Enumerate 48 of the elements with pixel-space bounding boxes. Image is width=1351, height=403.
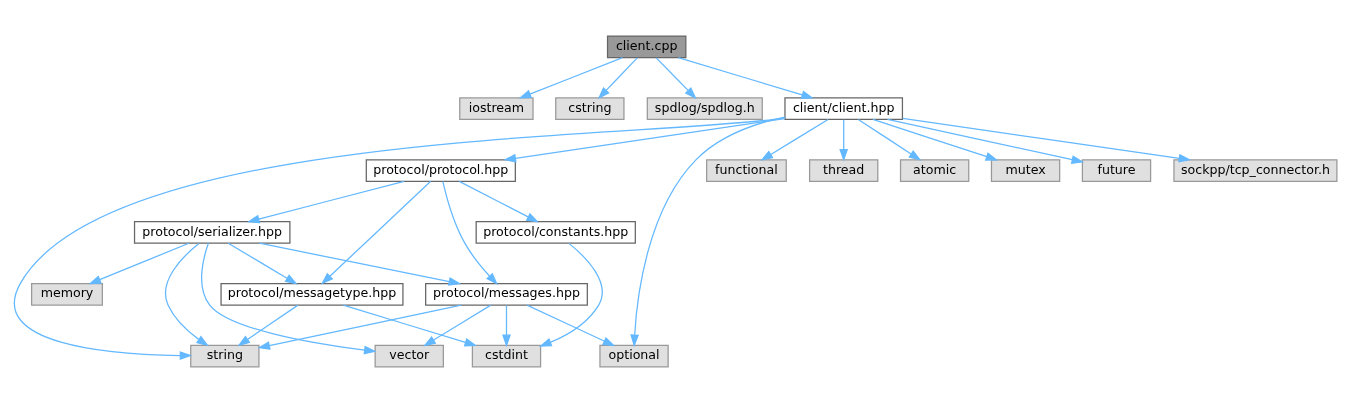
arrow (839, 119, 849, 162)
arrow (442, 180, 498, 285)
node-box: mutex (990, 159, 1061, 182)
node-box: cstring (555, 97, 625, 121)
node-box: string (190, 344, 260, 368)
node-box: vector (374, 344, 444, 368)
node-box: protocol/protocol.hpp (365, 159, 516, 182)
node-box: future (1081, 159, 1152, 182)
arrow (760, 118, 829, 161)
arrow (88, 242, 190, 285)
arrow (237, 304, 299, 347)
arrow (597, 57, 638, 100)
arrow (539, 242, 603, 347)
node-box: optional (599, 344, 669, 368)
arrow (502, 304, 511, 348)
node-box: sockpp/tcp_connector.h (1173, 159, 1338, 182)
arrow (655, 57, 697, 100)
arrow (857, 118, 922, 161)
node-box: functional (706, 159, 787, 182)
arrow (321, 180, 432, 285)
arrow (258, 242, 462, 286)
arrow (677, 56, 814, 100)
node-box: protocol/serializer.hpp (133, 221, 291, 244)
arrow (164, 242, 209, 347)
node-box: memory (31, 282, 103, 306)
node-box: protocol/messages.hpp (425, 282, 588, 306)
node-box: client.cpp (606, 35, 687, 59)
arrow (227, 242, 298, 285)
arrow (342, 304, 478, 347)
arrow (902, 117, 1192, 163)
node-box: cstdint (471, 344, 542, 368)
arrow (201, 242, 377, 355)
arrow (423, 304, 492, 347)
node-box: atomic (899, 159, 970, 182)
node-box: protocol/messagetype.hpp (220, 282, 404, 306)
node-box: thread (808, 159, 879, 182)
node-box: spdlog/spdlog.h (646, 97, 763, 121)
node-box: client/client.hpp (784, 97, 904, 121)
node-box: protocol/constants.hpp (475, 221, 636, 244)
arrow (886, 118, 1085, 164)
arrow (518, 56, 624, 99)
node-box: iostream (459, 97, 534, 121)
arrow (257, 304, 462, 350)
arrow (526, 304, 616, 347)
arrow (503, 118, 786, 163)
arrow (458, 180, 539, 223)
arrow (872, 118, 999, 161)
arrow (247, 180, 405, 224)
